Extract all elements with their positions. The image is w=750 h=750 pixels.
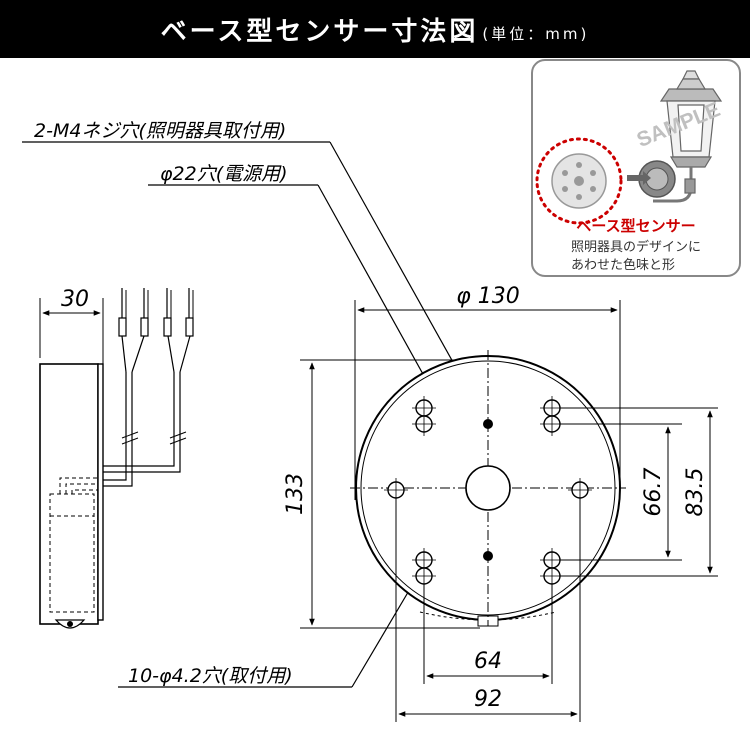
title-main: ベース型センサー寸法図 [160,16,479,47]
dim-130: φ 130 [456,284,520,309]
callout-mount-holes: 10-φ4.2穴(取付用) [128,665,293,687]
screw-hole-top [483,419,493,429]
side-body [39,363,99,625]
side-view: 30 [39,287,194,629]
caption-line-2: あわせた色味と形 [571,257,675,273]
callout-screw-holes: 2-M4ネジ穴(照明器具取付用) [34,120,286,142]
dim-66-7: 66.7 [641,468,666,517]
title-unit: (単位：mm) [482,24,590,43]
highlight-ring [535,137,623,225]
dim-133: 133 [283,473,308,515]
title-bar: ベース型センサー寸法図 (単位：mm) [0,0,750,58]
caption-line-1: 照明器具のデザインに [571,239,701,255]
sample-illustration: SAMPLE ベース型センサー 照明器具のデザインに あわせた色味と形 [535,70,723,273]
side-flange [97,363,104,621]
dim-64: 64 [474,649,502,674]
screw-hole-bottom [483,551,493,561]
dim-92: 92 [474,687,502,712]
lamp-illustration [653,70,723,203]
dim-30: 30 [61,287,89,312]
power-hole [465,465,511,511]
dim-83-5: 83.5 [683,468,708,517]
callout-power-hole: φ22穴(電源用) [160,163,288,185]
sample-inset: SAMPLE ベース型センサー 照明器具のデザインに あわせた色味と形 [531,59,741,277]
product-name: ベース型センサー [576,217,695,235]
front-view: φ 130 133 [283,284,718,722]
arrow-icon [627,171,651,185]
